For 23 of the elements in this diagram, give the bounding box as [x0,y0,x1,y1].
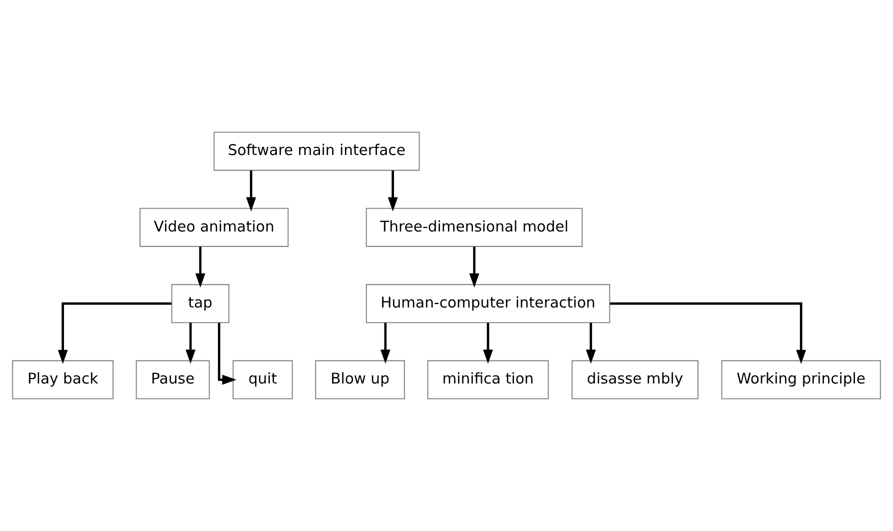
node-box: disasse mbly [572,360,698,400]
arrow [586,322,596,364]
arrow [380,322,390,364]
arrow [186,322,196,364]
arrow [58,302,172,364]
arrow [195,246,206,288]
arrow [610,302,806,364]
arrow [246,170,256,212]
node-box: Video animation [140,208,289,247]
node-box: Blow up [315,360,405,400]
node-box: Play back [12,360,114,400]
arrow [388,170,398,212]
node-box: tap [171,284,230,324]
arrow [469,246,480,288]
node-box: Working principle [721,360,881,400]
arrow [483,322,493,364]
node-box: quit [232,360,293,400]
node-box: Pause [136,360,210,400]
node-box: Human-computer interaction [366,284,610,324]
node-box: Three-dimensional model [366,208,583,247]
node-box: minifica tion [427,360,549,400]
arrow [218,322,236,385]
node-box: Software main interface [214,132,420,171]
